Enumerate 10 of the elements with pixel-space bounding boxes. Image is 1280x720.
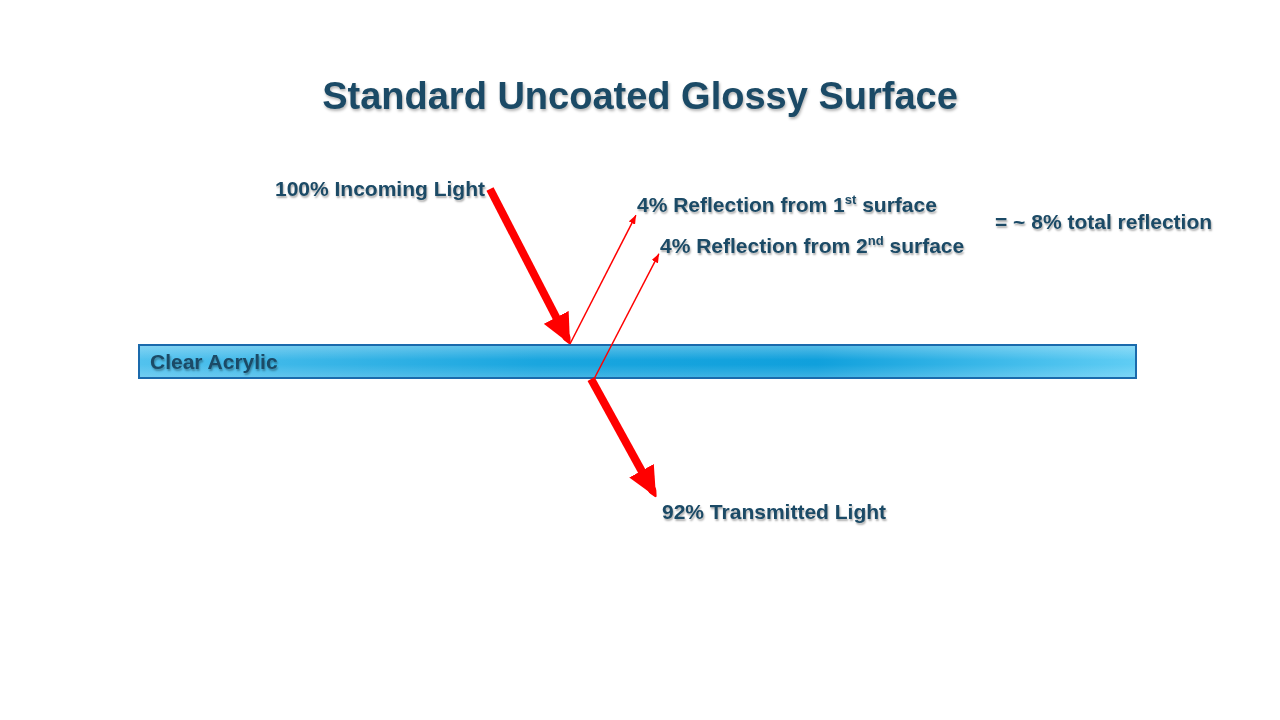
ray-label: 4% Reflection from 1$^{st}$ surface xyxy=(637,193,937,217)
note: = ~ 8% total reflection xyxy=(995,210,1213,234)
acrylic-band xyxy=(138,344,1137,379)
ray-label: 4% Reflection from 2$^{nd}$ surface xyxy=(660,234,965,258)
title: Standard Uncoated Glossy Surface xyxy=(322,75,958,117)
band-label: Clear Acrylic xyxy=(150,350,278,374)
ray-label: 100% Incoming Light xyxy=(274,177,485,201)
arrow xyxy=(569,214,637,345)
ray-label: 92% Transmitted Light xyxy=(662,500,887,524)
arrow xyxy=(593,252,660,380)
